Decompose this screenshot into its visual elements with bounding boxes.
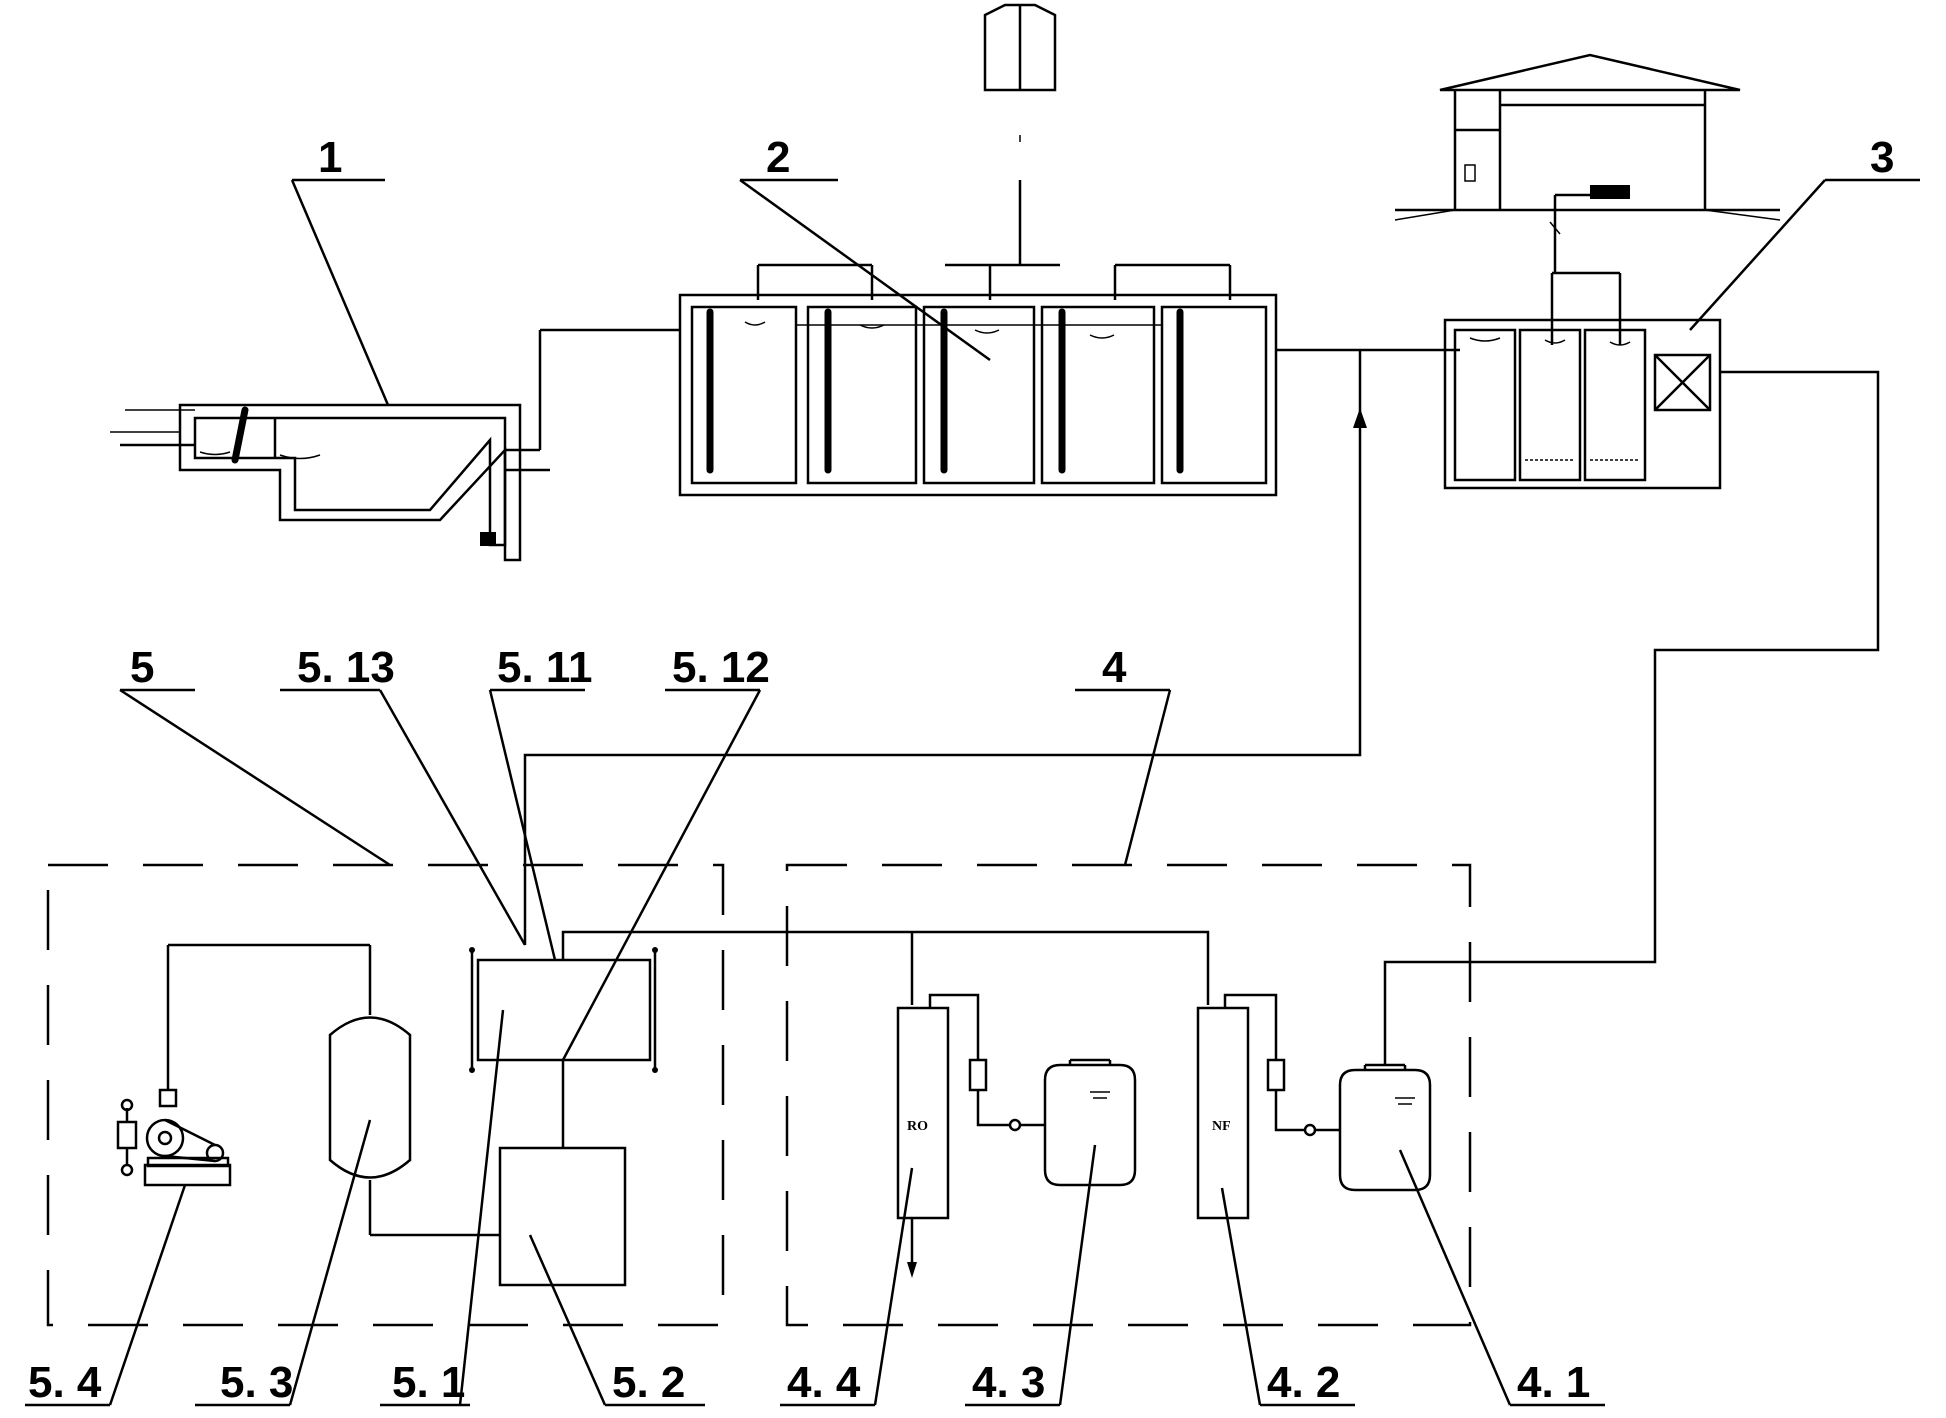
leader-line-5-13 [378,689,527,946]
nf-column [1196,1006,1250,1220]
ro-text: RO [907,1119,928,1134]
leader-line-4-2 [1220,1187,1262,1406]
ro-column [896,1006,950,1220]
leader-line-5-4 [108,1184,187,1406]
vacuum-tank [328,1016,412,1179]
leader-line-5-2 [528,1234,607,1406]
label-5-12: 5. 12 [672,643,770,692]
pump-house-icon [1394,53,1781,235]
leader-line-5-11 [488,689,557,961]
leader-line-4-3 [1058,1144,1097,1406]
leader-line-5-12 [561,689,762,1061]
label-4-4: 4. 4 [787,1358,861,1407]
label-5: 5 [130,643,154,692]
nf-feed-tank [1338,1068,1432,1192]
vacuum-pump-icon [116,943,372,1187]
label-4-1: 4. 1 [1517,1358,1590,1407]
arrow-down-icon [907,1262,917,1278]
membrane-rack [469,947,658,1148]
label-5-1: 5. 1 [392,1358,465,1407]
unit-3-mbr-tank [1443,230,1722,490]
leader-line-5 [119,688,391,867]
unit-1-inlet-tank [110,328,680,562]
return-pipe [523,420,1362,945]
storage-box [498,1146,627,1287]
label-3: 3 [1870,133,1894,182]
label-5-2: 5. 2 [612,1358,685,1407]
label-5-4: 5. 4 [28,1358,102,1407]
leader-line-2 [739,178,991,362]
unit-2-aeration-tanks [678,180,1278,497]
pipe-3-to-4-1 [1383,370,1880,1065]
ro-product-tank [1043,1063,1137,1187]
label-5-11: 5. 11 [497,643,592,692]
label-4: 4 [1102,643,1127,692]
label-1: 1 [318,133,342,182]
leader-line-5-1 [458,1009,505,1406]
group-box-5 [46,863,725,1327]
arrow-up-icon [1353,408,1367,428]
label-4-2: 4. 2 [1267,1358,1340,1407]
label-2: 2 [766,133,790,182]
pump-icon [480,532,496,546]
leader-line-1 [290,179,390,406]
blower-icon [983,3,1057,142]
leader-line-4-1 [1398,1149,1512,1406]
nf-text: NF [1212,1119,1231,1134]
leader-line-4 [1123,689,1172,866]
leader-line-5-3 [288,1119,372,1406]
group-box-4 [785,863,1472,1327]
label-5-3: 5. 3 [220,1358,293,1407]
label-4-3: 4. 3 [972,1358,1045,1407]
permeate-header [561,930,1210,1005]
leader-line-4-4 [873,1167,914,1406]
leader-line-3 [1689,179,1826,331]
label-5-13: 5. 13 [297,643,395,692]
